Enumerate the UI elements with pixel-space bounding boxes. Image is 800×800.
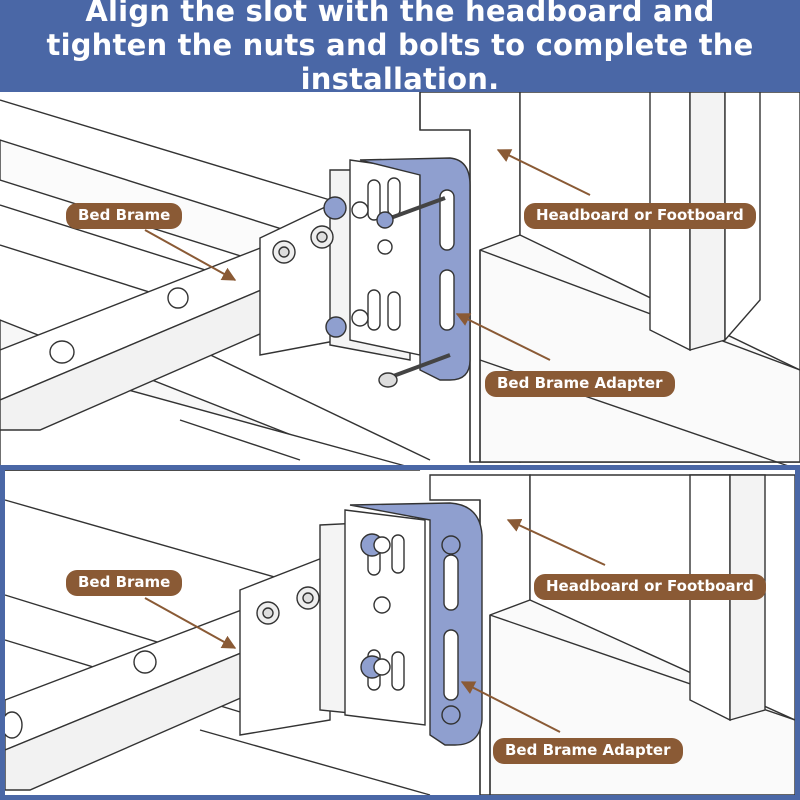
top-panel-arrows: [144, 149, 591, 361]
title-banner: Align the slot with the headboard and ti…: [0, 0, 800, 96]
label-headboard-top: Headboard or Footboard: [524, 203, 756, 229]
bottom-panel-arrows: [144, 518, 606, 733]
arrow-headboard-top: [496, 149, 591, 196]
page-title: Align the slot with the headboard and ti…: [46, 0, 754, 96]
bottom-panel-frame: [0, 465, 800, 800]
arrow-frame-top: [144, 229, 237, 281]
top-panel-illustration: [0, 91, 800, 471]
arrow-adapter-top: [455, 313, 551, 361]
arrow-frame-bottom: [144, 597, 237, 649]
arrow-headboard-bottom: [506, 518, 606, 566]
label-bed-frame-bottom: Bed Brame: [66, 570, 183, 596]
label-adapter-bottom: Bed Brame Adapter: [493, 738, 683, 764]
label-headboard-bottom: Headboard or Footboard: [534, 574, 766, 600]
label-adapter-top: Bed Brame Adapter: [485, 371, 675, 397]
arrow-adapter-bottom: [460, 681, 561, 733]
label-bed-frame-top: Bed Brame: [66, 203, 183, 229]
